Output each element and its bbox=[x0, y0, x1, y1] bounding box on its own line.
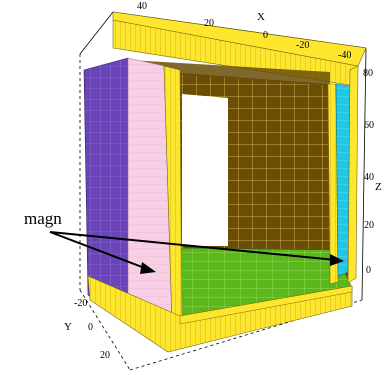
z-axis-title: Z bbox=[375, 181, 382, 193]
frame-bottom-top bbox=[179, 285, 353, 325]
frame-right-edge bbox=[347, 65, 359, 284]
x-tick: 20 bbox=[204, 18, 214, 29]
y-tick: -20 bbox=[74, 298, 87, 309]
x-tick: 40 bbox=[137, 1, 147, 12]
y-axis-title: Y bbox=[64, 321, 72, 333]
annotation-arrows bbox=[49, 231, 337, 271]
y-axis: Y -20 0 20 bbox=[64, 298, 110, 361]
magn-label: magn bbox=[24, 209, 62, 228]
arrowhead-right-magnet bbox=[330, 254, 344, 266]
z-tick: 80 bbox=[363, 68, 373, 79]
z-tick: 60 bbox=[364, 120, 374, 131]
x-axis-title: X bbox=[257, 11, 265, 23]
y-tick: 20 bbox=[100, 350, 110, 361]
x-tick: 0 bbox=[263, 30, 268, 41]
z-tick: 40 bbox=[364, 172, 374, 183]
z-tick: 20 bbox=[364, 220, 374, 231]
x-axis: X 40 20 0 -20 -40 bbox=[137, 1, 351, 61]
x-tick: -40 bbox=[338, 50, 351, 61]
frame-right-pillar bbox=[327, 83, 339, 285]
x-tick: -20 bbox=[296, 40, 309, 51]
z-tick: 0 bbox=[366, 265, 371, 276]
back-wall-opening bbox=[182, 94, 228, 246]
arrowhead-left-magnet bbox=[140, 262, 156, 274]
z-axis: Z 80 60 40 20 0 bbox=[363, 68, 382, 276]
right-magnet bbox=[335, 83, 351, 277]
y-tick: 0 bbox=[88, 322, 93, 333]
frame-top-underside bbox=[130, 60, 330, 86]
